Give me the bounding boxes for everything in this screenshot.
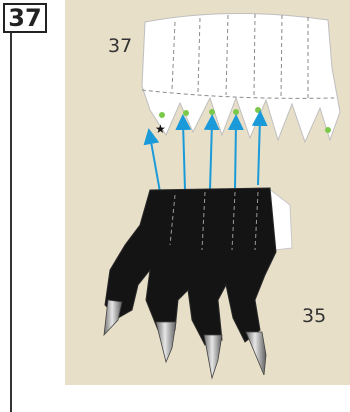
paw-part: [104, 188, 292, 378]
part-label-35: 35: [302, 305, 326, 327]
svg-text:★: ★: [155, 122, 166, 136]
upper-paper-part: ★: [142, 13, 340, 142]
part-label-37: 37: [108, 35, 132, 57]
